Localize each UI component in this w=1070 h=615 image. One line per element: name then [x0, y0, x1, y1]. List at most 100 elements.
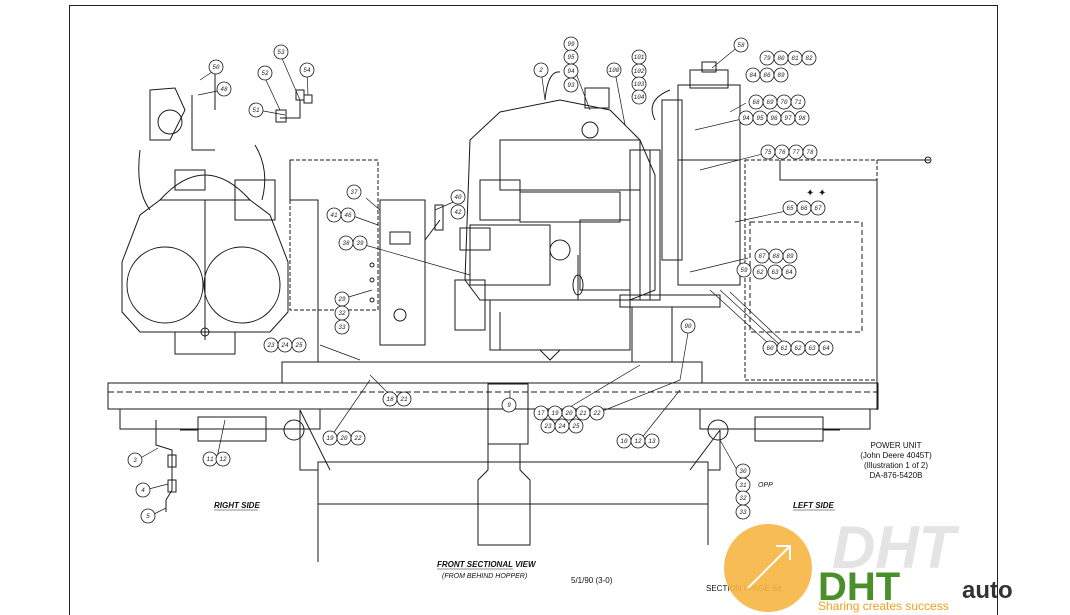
callout-19: 19: [551, 410, 559, 417]
callout-102: 102: [634, 68, 645, 75]
callout-10: 10: [620, 438, 628, 445]
callout-54: 54: [303, 67, 311, 74]
watermark-logo: DHT DHT auto Sharing creates success: [724, 514, 1013, 613]
callout-93: 93: [567, 82, 575, 89]
title-block: POWER UNIT (John Deere 4045T) (Illustrat…: [860, 441, 932, 480]
callout-13: 13: [648, 438, 656, 445]
watermark-big-text: DHT: [832, 514, 960, 581]
watermark-brand-left: DHT: [818, 565, 900, 609]
callout-97: 97: [784, 115, 792, 122]
callout-9: 9: [507, 402, 511, 409]
callout-63: 63: [771, 269, 779, 276]
callout-46: 46: [344, 212, 352, 219]
callout-11: 11: [206, 456, 214, 463]
callout-51: 51: [252, 107, 260, 114]
callout-82: 82: [805, 55, 813, 62]
callout-23: 23: [267, 342, 275, 349]
callout-29: 29: [338, 296, 346, 303]
callout-32b: 32: [739, 495, 747, 502]
callout-68: 68: [752, 99, 760, 106]
callout-80: 80: [777, 55, 785, 62]
callouts: 50 48 52 53 54 51 99 95 94 93 2 100 101 …: [127, 36, 834, 524]
view-subtitle: (FROM BEHIND HOPPER): [442, 573, 527, 580]
callout-20: 20: [565, 410, 573, 417]
callout-3: 3: [133, 457, 137, 464]
svg-text:✦: ✦: [818, 188, 826, 199]
callout-32: 32: [338, 310, 346, 317]
leader-lines: [136, 45, 801, 517]
callout-100: 100: [609, 67, 620, 74]
callout-53: 53: [277, 49, 285, 56]
view-title: FRONT SECTIONAL VIEW: [437, 560, 537, 569]
callout-78: 78: [806, 149, 814, 156]
callout-103: 103: [634, 81, 645, 88]
callout-18: 18: [386, 396, 394, 403]
callout-19b: 19: [326, 435, 334, 442]
radiator: [619, 61, 741, 363]
reference-marks: ✦ ✦: [806, 188, 826, 199]
callout-66: 66: [800, 205, 808, 212]
title-line-1: POWER UNIT: [870, 441, 921, 450]
callout-5: 5: [146, 513, 150, 520]
callout-40: 40: [454, 194, 462, 201]
callout-17: 17: [537, 410, 545, 417]
callout-63b: 63: [808, 345, 816, 352]
chassis-frame: [107, 156, 932, 562]
callout-87: 87: [758, 253, 766, 260]
callout-90: 90: [684, 323, 692, 330]
callout-22b: 22: [354, 435, 362, 442]
callout-39: 39: [356, 240, 364, 247]
callout-42: 42: [454, 209, 462, 216]
left-side-caption: LEFT SIDE: [793, 501, 835, 510]
engine-end-view: [121, 70, 313, 355]
callout-38: 38: [342, 240, 350, 247]
engine-side-view: [454, 71, 661, 361]
callout-89: 89: [777, 72, 785, 79]
callout-37: 37: [350, 189, 358, 196]
callout-62b: 62: [794, 345, 802, 352]
callout-67: 67: [814, 205, 822, 212]
callout-98: 98: [798, 115, 806, 122]
callout-75: 75: [764, 149, 772, 156]
callout-48: 48: [220, 86, 228, 93]
callout-71: 71: [794, 99, 802, 106]
opp-note: OPP: [758, 482, 773, 489]
callout-96: 96: [770, 115, 778, 122]
callout-33b: 33: [739, 509, 747, 516]
callout-25b: 25: [572, 423, 580, 430]
callout-101: 101: [634, 54, 645, 61]
callout-65: 65: [786, 205, 794, 212]
callout-21b: 21: [579, 410, 587, 417]
callout-99: 99: [567, 41, 575, 48]
callout-69: 69: [766, 99, 774, 106]
callout-76: 76: [778, 149, 786, 156]
callout-24: 24: [281, 342, 289, 349]
svg-text:✦: ✦: [806, 188, 814, 199]
title-line-4: DA-876-5420B: [870, 471, 923, 480]
callout-95b: 95: [756, 115, 764, 122]
drawing-sheet: [69, 5, 998, 615]
callout-20b: 20: [340, 435, 348, 442]
callout-33: 33: [338, 324, 346, 331]
callout-60: 60: [766, 345, 774, 352]
watermark-brand-right: auto: [962, 577, 1013, 604]
callout-94b: 94: [742, 115, 750, 122]
fittings: [155, 420, 177, 512]
callout-31: 31: [739, 482, 747, 489]
arrow-icon: [747, 545, 791, 589]
title-line-2: (John Deere 4045T): [860, 451, 932, 460]
callout-50: 50: [212, 64, 220, 71]
title-line-3: (Illustration 1 of 2): [864, 461, 928, 470]
callout-58: 58: [737, 42, 745, 49]
callout-64: 64: [785, 269, 793, 276]
callout-25: 25: [295, 342, 303, 349]
callout-2: 2: [539, 67, 543, 74]
callout-70: 70: [780, 99, 788, 106]
axle-assemblies: [180, 416, 840, 442]
callout-62: 62: [756, 269, 764, 276]
callout-24b: 24: [558, 423, 566, 430]
callout-77: 77: [792, 149, 800, 156]
callout-84: 84: [749, 72, 757, 79]
